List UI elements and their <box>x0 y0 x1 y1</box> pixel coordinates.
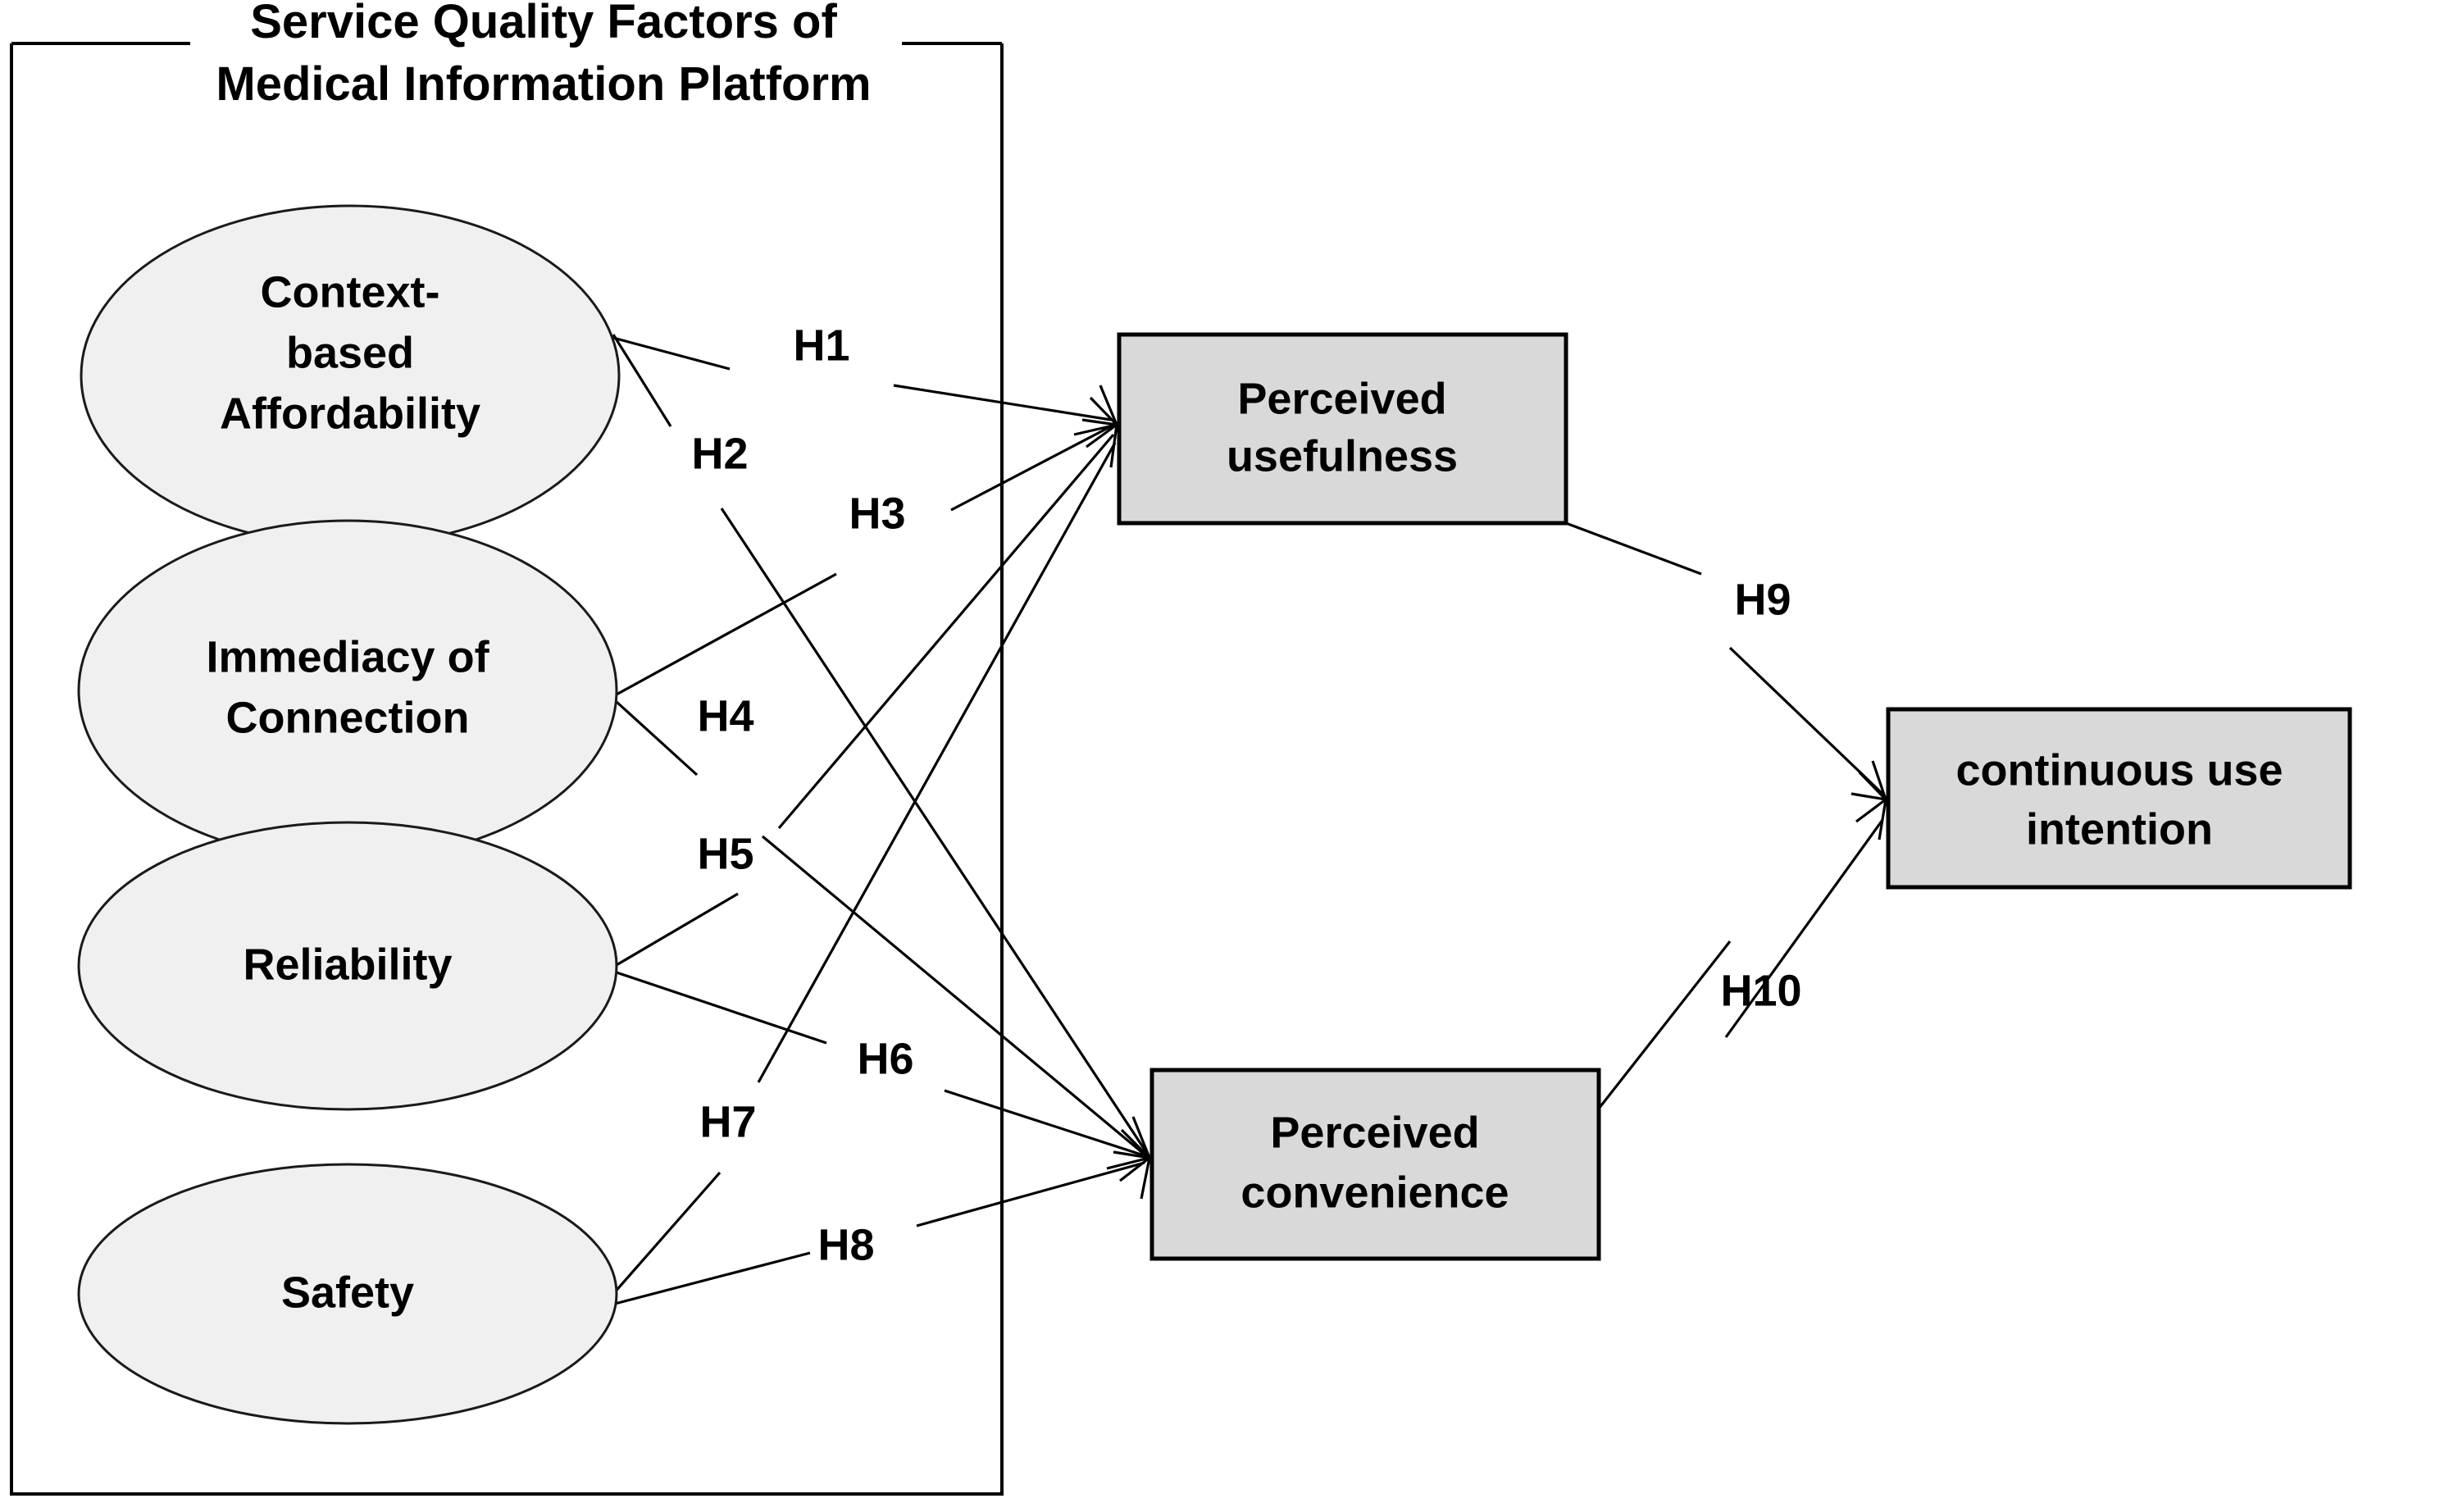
hypothesis-label-h5: H5 <box>697 829 753 878</box>
edge-h4 <box>615 700 1146 1156</box>
hypothesis-label-h7: H7 <box>699 1097 756 1146</box>
perceived-usefulness-box[interactable] <box>1117 332 1568 526</box>
edge-h6 <box>616 971 1147 1158</box>
hypothesis-label-h2: H2 <box>691 429 748 478</box>
node-perceived-usefulness[interactable]: Perceived usefulness <box>1117 332 1568 526</box>
node-immediacy-of-connection[interactable]: Immediacy of Connection <box>77 519 618 862</box>
node-safety[interactable]: Safety <box>77 1163 618 1425</box>
continuous-use-intention-label-line-1: continuous use <box>1955 745 2283 795</box>
context-based-affordability-label-line-1: Context- <box>261 267 440 317</box>
edge-h2 <box>612 334 1148 1153</box>
perceived-convenience-label-line-1: Perceived <box>1270 1108 1479 1157</box>
group-box-service-quality-factors <box>10 42 1004 1496</box>
group-box-title-line-2: Medical Information Platform <box>216 57 871 111</box>
perceived-convenience-label-line-2: convenience <box>1240 1168 1509 1217</box>
edge-h9 <box>1565 521 1884 795</box>
node-reliability[interactable]: Reliability <box>77 821 618 1111</box>
edge-h3 <box>614 425 1112 697</box>
context-based-affordability-label-line-2: based <box>286 328 414 377</box>
hypothesis-label-h4: H4 <box>697 691 753 740</box>
hypothesis-label-h9: H9 <box>1734 575 1791 624</box>
continuous-use-intention-label-line-2: intention <box>2026 804 2213 854</box>
safety-ellipse[interactable] <box>77 1163 618 1425</box>
reliability-label: Reliability <box>243 940 452 989</box>
continuous-use-intention-box[interactable] <box>1886 707 2352 890</box>
arrowheads-continuous-use-intention <box>1850 760 1887 840</box>
perceived-convenience-box[interactable] <box>1149 1068 1601 1261</box>
hypothesis-label-h3: H3 <box>849 489 905 538</box>
perceived-usefulness-label-line-1: Perceived <box>1237 374 1446 423</box>
hypothesis-label-h6: H6 <box>857 1034 913 1083</box>
hypothesis-label-h8: H8 <box>817 1220 874 1269</box>
edge-h10 <box>1597 819 1884 1109</box>
group-box-title: Service Quality Factors of Medical Infor… <box>216 0 871 111</box>
arrowheads-perceived-convenience <box>1106 1116 1151 1200</box>
context-based-affordability-label-line-3: Affordability <box>220 389 480 438</box>
hypothesis-labels: H1 H2 H3 H4 H5 H6 H7 H8 H9 H10 <box>691 321 1801 1269</box>
perceived-usefulness-label-line-2: usefulness <box>1227 431 1458 480</box>
group-box-title-line-1: Service Quality Factors of <box>250 0 837 48</box>
edge-h5 <box>614 433 1115 968</box>
hypothesis-label-h1: H1 <box>793 321 849 370</box>
group-box-outline <box>10 43 1004 1496</box>
node-perceived-convenience[interactable]: Perceived convenience <box>1149 1068 1601 1261</box>
reliability-ellipse[interactable] <box>77 821 618 1111</box>
hypothesis-label-h10: H10 <box>1720 966 1801 1015</box>
edge-h7 <box>612 442 1117 1296</box>
immediacy-of-connection-ellipse[interactable] <box>77 519 618 862</box>
node-continuous-use-intention[interactable]: continuous use intention <box>1886 707 2352 890</box>
edge-h1 <box>612 336 1112 421</box>
immediacy-of-connection-label-line-2: Connection <box>226 693 470 742</box>
node-context-based-affordability[interactable]: Context- based Affordability <box>80 204 621 547</box>
immediacy-of-connection-label-line-1: Immediacy of <box>206 632 489 681</box>
arrowheads-perceived-usefulness <box>1073 385 1118 468</box>
edge-h8 <box>614 1161 1145 1305</box>
safety-label: Safety <box>281 1268 414 1317</box>
